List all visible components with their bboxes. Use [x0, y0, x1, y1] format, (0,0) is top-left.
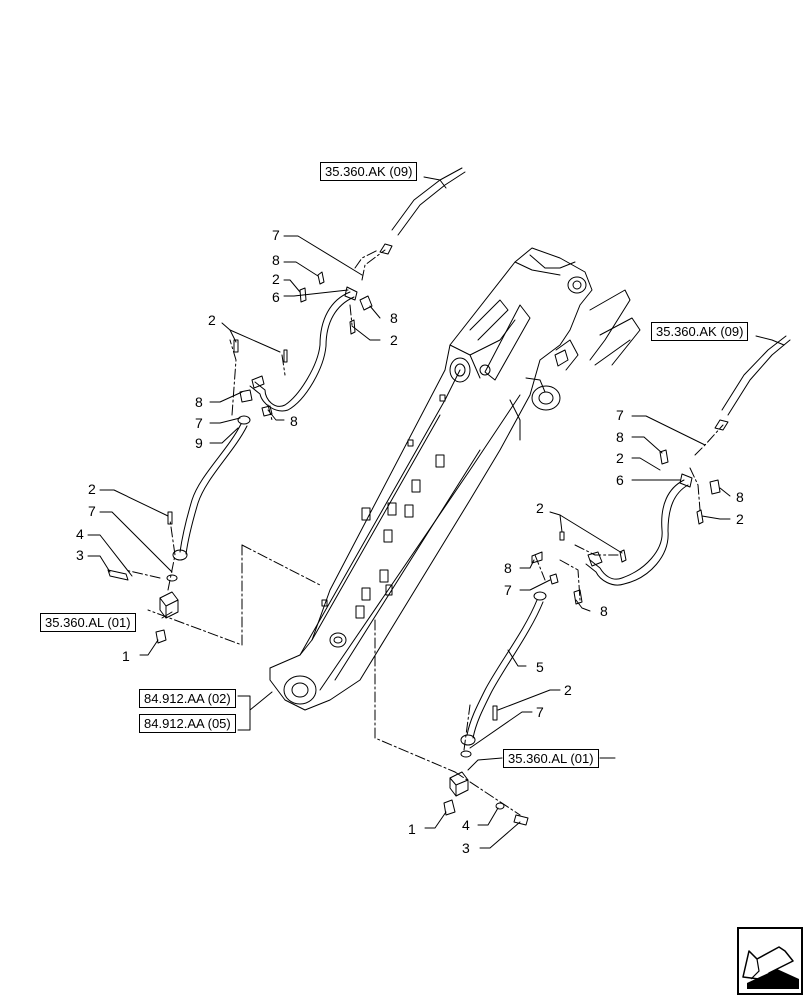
ref-35-360-ak-right[interactable]: 35.360.AK (09)	[651, 322, 749, 341]
center-lines	[125, 250, 723, 815]
callout-1: 1	[122, 648, 130, 664]
callout-6: 6	[616, 472, 624, 488]
callout-7: 7	[616, 407, 624, 423]
ref-35-360-al-right[interactable]: 35.360.AL (01)	[503, 749, 599, 768]
ref-84-912-aa-05[interactable]: 84.912.AA (05)	[139, 714, 236, 733]
callout-7: 7	[88, 503, 96, 519]
callout-2: 2	[390, 332, 398, 348]
callout-7: 7	[272, 227, 280, 243]
callout-8: 8	[290, 413, 298, 429]
callout-3: 3	[462, 840, 470, 856]
callout-2: 2	[208, 312, 216, 328]
callout-3: 3	[76, 547, 84, 563]
callout-6: 6	[272, 289, 280, 305]
right-hose-assembly	[444, 336, 790, 825]
boom-arm	[270, 248, 640, 710]
callout-7: 7	[504, 582, 512, 598]
callout-2: 2	[736, 511, 744, 527]
callout-1: 1	[408, 821, 416, 837]
ref-84-912-aa-02[interactable]: 84.912.AA (02)	[139, 689, 236, 708]
callout-9: 9	[195, 435, 203, 451]
ref-35-360-ak-top[interactable]: 35.360.AK (09)	[320, 162, 418, 181]
callout-8: 8	[736, 489, 744, 505]
callout-2: 2	[616, 450, 624, 466]
callout-2: 2	[272, 271, 280, 287]
leader-lines	[88, 177, 784, 848]
callout-5: 5	[536, 659, 544, 675]
callout-7: 7	[195, 415, 203, 431]
callout-4: 4	[76, 526, 84, 542]
left-hose-assembly	[108, 168, 465, 643]
callout-4: 4	[462, 817, 470, 833]
callout-8: 8	[272, 252, 280, 268]
callout-8: 8	[504, 560, 512, 576]
callout-2: 2	[88, 481, 96, 497]
callout-8: 8	[600, 603, 608, 619]
callout-7: 7	[536, 704, 544, 720]
callout-8: 8	[195, 394, 203, 410]
callout-2: 2	[564, 682, 572, 698]
ref-35-360-al-left[interactable]: 35.360.AL (01)	[40, 613, 136, 632]
callout-8: 8	[390, 310, 398, 326]
next-page-arrow-icon[interactable]	[737, 927, 803, 995]
callout-8: 8	[616, 429, 624, 445]
callout-2: 2	[536, 500, 544, 516]
